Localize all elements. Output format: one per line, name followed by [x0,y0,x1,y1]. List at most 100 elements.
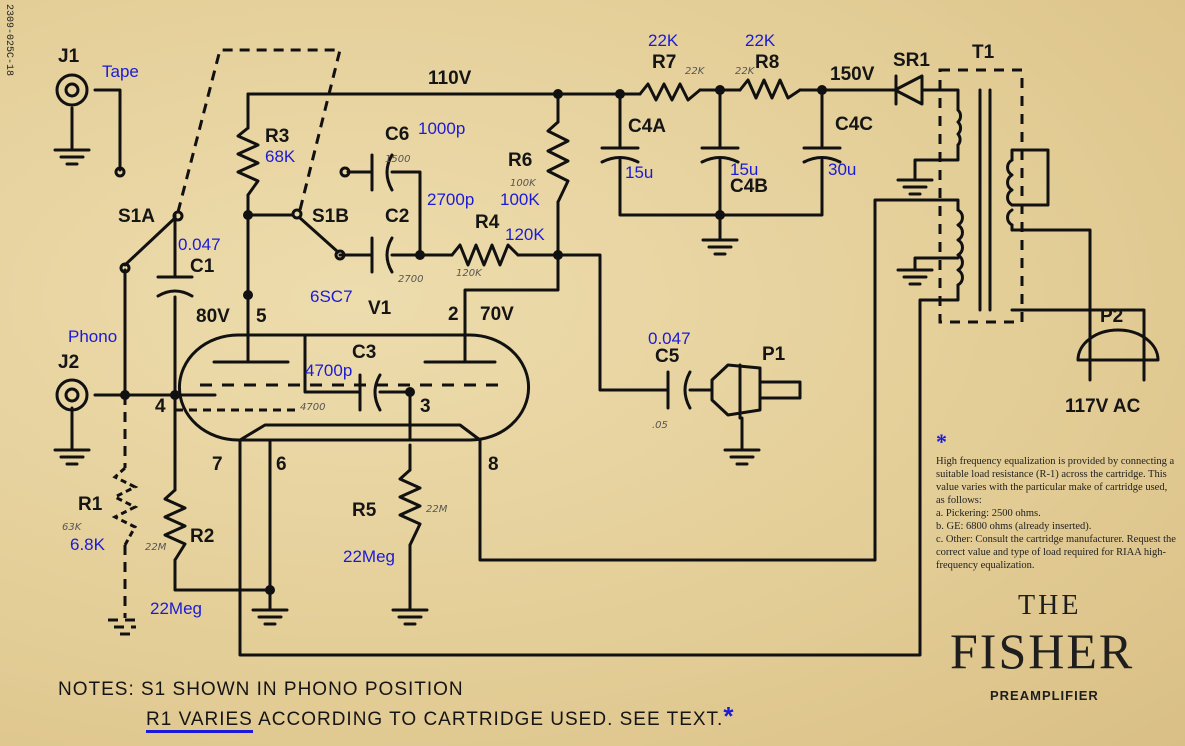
pencil-r2: 22M [145,542,167,553]
resistor-r6 [546,120,570,204]
resistor-r4 [450,243,520,267]
notes-line-2-rest: ACCORDING TO CARTRIDGE USED. SEE TEXT. [252,709,724,730]
resistor-r1 [111,466,139,546]
annotation-c4a-value: 15u [625,163,653,182]
pin-6: 6 [276,454,287,475]
pin-3: 3 [420,396,431,417]
pencil-r7: 22K [685,66,706,77]
label-r6: R6 [508,150,532,171]
pencil-notes: 1500 100K 2700 120K 4700 .05 22M 22M 63K… [62,66,756,553]
tube-v1 [175,333,530,442]
annotation-c4c-value: 30u [828,160,856,179]
label-sr1: SR1 [893,50,930,71]
footnote-star: * [936,429,947,454]
pencil-c5: .05 [652,420,668,431]
capacitor-c1 [156,275,194,298]
annotation-r5-value: 22Meg [343,547,395,566]
label-c1: C1 [190,256,215,277]
notes-line-1: NOTES: S1 SHOWN IN PHONO POSITION [58,679,464,700]
annotation-r4-value: 120K [505,225,545,244]
label-c2: C2 [385,206,409,227]
pencil-c6: 1500 [385,154,410,165]
resistor-r3 [236,126,260,197]
annotation-c1-value: 0.047 [178,235,221,254]
label-117vac: 117V AC [1065,396,1141,417]
resistor-r8 [738,78,802,100]
capacitor-c4a [600,146,640,164]
label-r4: R4 [475,212,500,233]
annotation-c6-value: 1000p [418,119,465,138]
annotation-r8-value: 22K [745,31,776,50]
annotation-c3-value: 4700p [305,361,352,380]
jack-j2 [55,378,89,412]
notes-star: * [723,701,735,731]
label-r1: R1 [78,494,103,515]
label-c6: C6 [385,124,409,145]
capacitor-c4b [700,146,740,164]
label-110v: 110V [428,68,472,89]
label-c4a: C4A [628,116,666,137]
junctions [120,85,827,595]
pencil-c3: 4700 [300,402,325,413]
label-c4c: C4C [835,114,873,135]
pencil-r1: 63K [62,522,83,533]
component-labels: J1 J2 S1A S1B C1 R1 R2 R3 R4 R5 R6 R7 R8… [58,42,1141,547]
label-j2: J2 [58,352,79,373]
annotation-r2-value: 22Meg [150,599,202,618]
label-r8: R8 [755,52,779,73]
blue-annotations: Tape Phono 0.047 68K 1000p 2700p 100K 12… [68,31,856,618]
capacitor-c6 [370,153,394,192]
pin-5: 5 [256,306,267,327]
annotation-c2-value: 2700p [427,190,474,209]
annotation-r1-value: 6.8K [70,535,106,554]
label-v1: V1 [368,298,392,319]
annotation-r3-value: 68K [265,147,296,166]
footnote-item-b: b. GE: 6800 ohms (already inserted). [936,521,1092,532]
pin-8: 8 [488,454,499,475]
label-150v: 150V [830,64,875,85]
label-80v: 80V [196,306,230,327]
annotation-r6-value: 100K [500,190,540,209]
label-s1b: S1B [312,206,349,227]
label-p2: P2 [1100,306,1123,327]
pencil-r6: 100K [510,178,537,189]
capacitor-c3 [358,373,382,412]
label-c4b: C4B [730,176,768,197]
footnote-item-a: a. Pickering: 2500 ohms. [936,508,1041,519]
brand-the: THE [1018,590,1082,621]
label-r2: R2 [190,526,214,547]
capacitor-c4c [802,146,842,164]
label-r3: R3 [265,126,289,147]
label-p1: P1 [762,344,786,365]
equalization-footnote: * High frequency equalization is provide… [936,431,1176,572]
label-r7: R7 [652,52,676,73]
label-r5: R5 [352,500,377,521]
annotation-c4b-value: 15u [730,160,758,179]
switch-s1b [291,166,351,261]
label-c5: C5 [655,346,680,367]
annotation-phono: Phono [68,327,117,346]
notes-line-2: R1 VARIES ACCORDING TO CARTRIDGE USED. S… [58,703,734,733]
schematic-notes: NOTES: S1 SHOWN IN PHONO POSITION R1 VAR… [58,677,734,733]
ground-symbols [53,148,934,626]
annotation-tube-type: 6SC7 [310,287,353,306]
pin-7: 7 [212,454,223,475]
pencil-c2: 2700 [398,274,423,285]
label-t1: T1 [972,42,995,63]
footnote-item-c: c. Other: Consult the cartridge manufact… [936,534,1176,571]
annotation-r7-value: 22K [648,31,679,50]
pin-4: 4 [155,396,166,417]
notes-r1-varies: R1 VARIES [146,709,253,733]
capacitor-c5 [666,370,692,410]
brand-fisher: FISHER [950,623,1135,679]
annotation-c5-value: 0.047 [648,329,691,348]
footnote-intro: High frequency equalization is provided … [936,456,1175,506]
label-c3: C3 [352,342,376,363]
capacitor-c2 [370,236,394,274]
jack-j1 [55,73,126,178]
plug-p2 [1010,308,1160,382]
resistor-r7 [638,82,702,102]
label-j1: J1 [58,46,80,67]
